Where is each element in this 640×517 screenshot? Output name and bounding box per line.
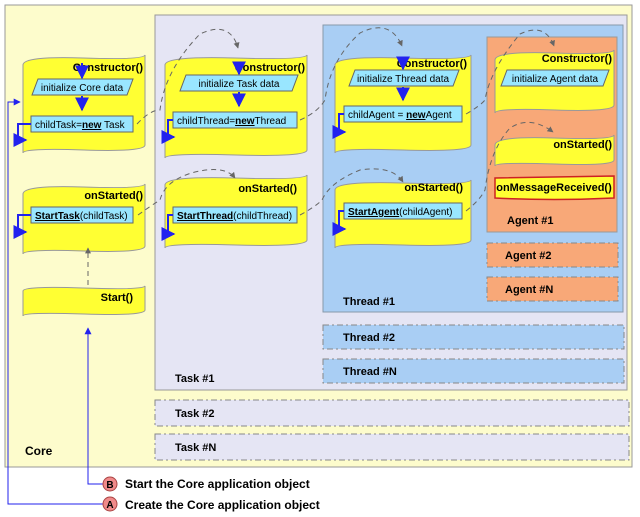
legend-a: A Create the Core application object xyxy=(102,496,320,512)
core-start-label: Start() xyxy=(101,292,134,304)
agent1-label: Agent #1 xyxy=(507,215,553,227)
taskN-label: Task #N xyxy=(175,442,216,454)
legend-a-text: Create the Core application object xyxy=(125,498,320,512)
agent-onmessage-label: onMessageReceived() xyxy=(496,182,612,194)
core-constructor-block: Constructor() initialize Core data child… xyxy=(22,54,146,154)
legend-b-text: Start the Core application object xyxy=(125,477,310,491)
taskN-container xyxy=(154,433,630,461)
badge-a-icon xyxy=(102,496,118,512)
thread-init-text: initialize Thread data xyxy=(357,74,450,85)
core-start-block: Start() xyxy=(22,285,146,317)
task1-label: Task #1 xyxy=(175,373,215,385)
agent-init-text: initialize Agent data xyxy=(512,74,599,85)
thread1-label: Thread #1 xyxy=(343,296,395,308)
task-init-text: initialize Task data xyxy=(199,79,280,90)
agent-onstarted-block: onStarted() xyxy=(494,134,615,167)
core-start-call: StartTask(childTask) xyxy=(35,211,128,222)
agent2-container xyxy=(486,242,619,268)
agent-constructor-label: Constructor() xyxy=(542,53,613,65)
badge-b-icon xyxy=(102,476,118,492)
threadN-label: Thread #N xyxy=(343,366,397,378)
task-constructor-block: Constructor() initialize Task data child… xyxy=(164,54,308,159)
task-onstarted-label: onStarted() xyxy=(238,183,297,195)
task-constructor-label: Constructor() xyxy=(235,62,306,74)
call-arrows xyxy=(13,56,410,241)
task2-label: Task #2 xyxy=(175,408,215,420)
thread-onstarted-block: onStarted() StartAgent(childAgent) xyxy=(334,179,472,249)
task-child-text: childThread=newThread xyxy=(177,116,286,127)
flow-arrows xyxy=(85,27,555,285)
core-onstarted-label: onStarted() xyxy=(84,190,143,202)
thread-child-text: childAgent = newAgent xyxy=(348,110,452,121)
task-start-call: StartThread(childThread) xyxy=(177,211,292,222)
agent-constructor-block: Constructor() initialize Agent data xyxy=(494,49,615,114)
agent-onstarted-label: onStarted() xyxy=(553,139,612,151)
thread-onstarted-label: onStarted() xyxy=(404,182,463,194)
thread-constructor-label: Constructor() xyxy=(397,58,468,70)
agentN-label: Agent #N xyxy=(505,284,553,296)
svg-text:A: A xyxy=(106,500,113,511)
thread2-label: Thread #2 xyxy=(343,332,395,344)
svg-text:B: B xyxy=(106,480,113,491)
agentN-container xyxy=(486,276,619,302)
core-onstarted-block: onStarted() StartTask(childTask) xyxy=(22,183,146,255)
threadN-container xyxy=(322,358,625,384)
legend-arrows xyxy=(7,98,103,505)
core-constructor-label: Constructor() xyxy=(73,62,144,74)
core-label: Core xyxy=(25,444,53,458)
thread-constructor-block: Constructor() initialize Thread data chi… xyxy=(334,54,472,154)
thread-start-call: StartAgent(childAgent) xyxy=(348,207,452,218)
agent-onmessage-block: onMessageReceived() xyxy=(494,175,615,201)
agent2-label: Agent #2 xyxy=(505,250,551,262)
legend-b: B Start the Core application object xyxy=(102,476,310,492)
task2-container xyxy=(154,399,630,427)
thread2-container xyxy=(322,324,625,350)
core-child-text: childTask=new Task xyxy=(35,120,126,131)
core-init-text: initialize Core data xyxy=(41,83,124,94)
task-onstarted-block: onStarted() StartThread(childThread) xyxy=(164,174,308,249)
